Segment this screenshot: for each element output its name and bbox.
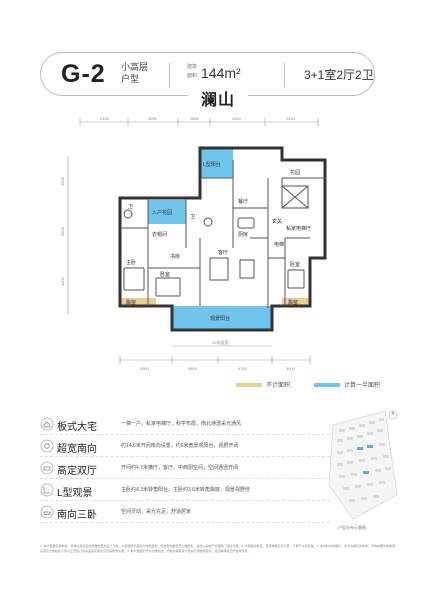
unit-type-line1: 小高层	[121, 62, 149, 72]
feature-item: 超宽南向 约14.6米开间南向设置，约6米宽景观阳台，视野开阔	[40, 435, 330, 457]
room-label: 花园	[290, 169, 300, 176]
interior-walls	[120, 160, 325, 308]
room-label: 电梯	[274, 241, 284, 248]
room-label: 客厅	[218, 249, 228, 256]
feature-desc: 一梯一户，私家电梯厅，科学布局，南北通透采光通风	[121, 421, 242, 427]
unit-type: 小高层 户型	[121, 61, 151, 85]
dim-left: 4400	[60, 276, 65, 286]
feature-title: L型观景	[57, 488, 93, 499]
room-label: 卫	[128, 204, 133, 210]
site-highlight-units	[357, 445, 373, 474]
site-map	[328, 410, 398, 520]
area-label-line1: 建筑	[187, 64, 198, 70]
width-caption: 12米面宽	[212, 339, 228, 345]
feature-desc: 主卧约4.3米转角阳台，主卧约3.6米转角飘窗，观景视野佳	[121, 487, 250, 493]
bed-furniture	[155, 277, 181, 297]
room-label: 书房	[170, 253, 180, 260]
room-label: 私家电梯厅	[286, 225, 311, 232]
bay-window-left	[120, 298, 156, 306]
bed-icon	[40, 505, 54, 519]
dim-bottom: 4700	[238, 366, 248, 371]
dim-top: 3000	[148, 116, 158, 121]
feature-desc: 约14.6米开间南向设置，约6米宽景观阳台，视野开阔	[121, 443, 239, 449]
l-balcony-area	[200, 148, 233, 178]
view-balcony-area	[172, 306, 272, 330]
sofa-icon	[40, 461, 54, 475]
legend-label: 不计面积	[266, 383, 291, 389]
area-label-line2: 面积	[187, 73, 198, 79]
unit-type-line2: 户型	[121, 74, 140, 84]
room-label: 玄关	[272, 218, 282, 225]
legend-label: 计算一半面积	[344, 383, 381, 389]
legend-half-area: 计算一半面积	[314, 380, 380, 389]
header-divider	[169, 63, 170, 87]
feature-item: L型观景 主卧约4.3米转角阳台，主卧约3.6米转角飘窗，观景视野佳	[40, 479, 330, 501]
disclaimer: 1. 本户型图仅供参考，具体以政府最终批准的规划设计为准；户型图所示面积为建筑面…	[40, 544, 399, 553]
site-buildings	[337, 418, 391, 502]
room-label: 餐厅	[238, 198, 248, 205]
room-label: 观景阳台	[210, 315, 230, 322]
room-label: 厨房	[238, 231, 248, 238]
dim-top: 3000	[232, 116, 242, 121]
sun-icon	[40, 439, 54, 453]
window-icon	[40, 483, 54, 497]
sofa-furniture	[209, 257, 229, 281]
dimension-ticks	[119, 356, 311, 364]
north-arrow-icon	[391, 411, 395, 415]
legend-swatch-yellow	[236, 382, 262, 387]
bed-furniture	[123, 267, 145, 291]
room-label: 卧室	[290, 261, 300, 268]
legend-not-counted: 不计面积	[236, 380, 290, 389]
dim-bottom: 3600	[188, 366, 198, 371]
dim-left: 3900	[60, 176, 65, 186]
room-label: 飘窗	[126, 299, 136, 306]
feature-title: 南向三卧	[57, 510, 97, 521]
unit-rooms: 3+1室2厅2卫	[304, 68, 374, 82]
bay-window-right	[282, 298, 310, 306]
toilet-fixture	[203, 217, 213, 227]
header-divider	[284, 63, 285, 87]
feature-item: 板式大宅 一梯一户，私家电梯厅，科学布局，南北通透采光通风	[40, 413, 330, 435]
feature-title: 板式大宅	[57, 422, 97, 433]
tv-cabinet	[239, 259, 255, 279]
dim-top: 1800	[190, 116, 200, 121]
bed-furniture	[287, 269, 305, 289]
room-label: 主卧	[126, 259, 136, 266]
room-label: L型阳台	[203, 161, 221, 168]
dining-table	[237, 217, 255, 229]
project-name: 澜山	[188, 86, 248, 109]
dim-bottom: 3900	[140, 366, 150, 371]
room-label: 卧室	[160, 271, 170, 278]
site-boundary	[328, 410, 398, 520]
feature-title: 超宽南向	[57, 444, 97, 455]
dim-left: 3600	[60, 226, 65, 236]
toilet-fixture	[123, 209, 133, 219]
feature-title: 高定双厅	[57, 466, 97, 477]
dim-bottom: 3900	[286, 366, 296, 371]
room-label: 衣帽间	[152, 231, 167, 238]
room-label: 入户花园	[152, 209, 172, 216]
feature-item: 南向三卧 空间灵动，采光充足，舒适居家	[40, 501, 330, 523]
feature-item: 高定双厅 开间约4.7米横厅，客厅、中西厨空间，空间通透开阔	[40, 457, 330, 479]
site-map-caption: 户型分布示意图	[338, 525, 366, 530]
dim-top: 2400	[286, 116, 296, 121]
unit-code: G-2	[61, 60, 106, 88]
feature-list: 板式大宅 一梯一户，私家电梯厅，科学布局，南北通透采光通风 超宽南向 约14.6…	[40, 413, 330, 523]
study-area	[148, 200, 186, 224]
legend-swatch-blue	[314, 382, 340, 387]
area-label: 建筑 面积	[187, 63, 197, 81]
dimension-ticks	[79, 118, 319, 126]
unit-area: 144m²	[201, 65, 241, 81]
feature-desc: 空间灵动，采光充足，舒适居家	[121, 509, 192, 515]
room-label: 飘窗	[288, 299, 298, 306]
house-icon	[40, 417, 54, 431]
dim-top: 2400	[100, 116, 110, 121]
floor-plan: 2400 3000 1800 3000 2400 3900 3600 4400 …	[60, 116, 327, 371]
exterior-walls	[118, 146, 327, 332]
feature-desc: 开间约4.7米横厅，客厅、中西厨空间，空间通透开阔	[121, 465, 238, 471]
lift-shaft	[281, 185, 309, 209]
room-label: 卫	[190, 214, 195, 220]
